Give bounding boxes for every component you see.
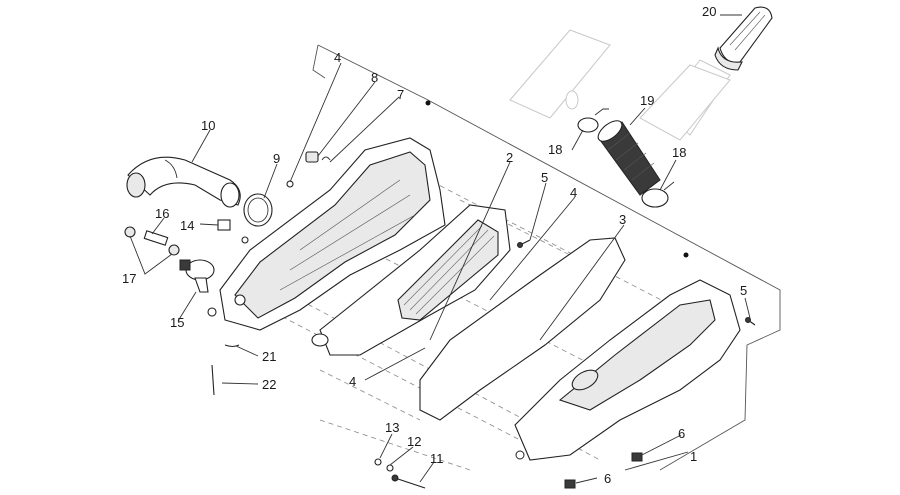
callout-6-bottom: 6 — [604, 471, 611, 486]
callout-14: 14 — [180, 218, 194, 233]
part-18-hose-clamps — [577, 108, 675, 208]
part-1-filter-cover — [514, 279, 741, 461]
assembly-boundary — [312, 44, 781, 471]
reference-dots — [425, 100, 689, 258]
callout-5-center: 5 — [541, 170, 548, 185]
part-21-22-drain-hose — [211, 344, 240, 396]
part-19-bellows — [597, 120, 661, 196]
part-14-clip — [217, 219, 249, 244]
callout-11: 11 — [430, 451, 444, 466]
callout-8: 8 — [371, 70, 378, 85]
part-3-gasket — [419, 237, 626, 421]
ghost-intake-duct — [509, 29, 731, 141]
callout-1: 1 — [690, 449, 697, 464]
callout-12: 12 — [407, 434, 421, 449]
leader-lines — [129, 14, 751, 484]
callout-17: 17 — [122, 271, 136, 286]
callout-20: 20 — [702, 4, 716, 19]
callout-22: 22 — [262, 377, 276, 392]
callout-4-right: 4 — [570, 185, 577, 200]
callout-18-right: 18 — [672, 145, 686, 160]
part-7-8-fittings — [305, 151, 331, 163]
part-9-clamp — [243, 180, 294, 227]
part-10-intake-elbow — [126, 156, 241, 208]
callout-19: 19 — [640, 93, 654, 108]
callout-10: 10 — [201, 118, 215, 133]
filter-housing-rear — [207, 137, 446, 331]
callout-7: 7 — [397, 87, 404, 102]
callout-21: 21 — [262, 349, 276, 364]
callout-6-right: 6 — [678, 426, 685, 441]
callout-18-left: 18 — [548, 142, 562, 157]
callout-16: 16 — [155, 206, 169, 221]
callout-2: 2 — [506, 150, 513, 165]
part-20-intake-snorkel — [714, 6, 773, 71]
callout-labels: 1 2 3 4 4 4 5 5 6 6 7 8 9 10 11 12 13 14… — [122, 4, 747, 486]
callout-4-bottom: 4 — [349, 374, 356, 389]
part-15-breather-valve — [179, 259, 215, 293]
part-16-17-hose-caps — [124, 226, 180, 256]
callout-15: 15 — [170, 315, 184, 330]
callout-5-right: 5 — [740, 283, 747, 298]
callout-3: 3 — [619, 212, 626, 227]
callout-4-top: 4 — [334, 50, 341, 65]
callout-9: 9 — [273, 151, 280, 166]
screws — [374, 239, 756, 489]
callout-13: 13 — [385, 420, 399, 435]
